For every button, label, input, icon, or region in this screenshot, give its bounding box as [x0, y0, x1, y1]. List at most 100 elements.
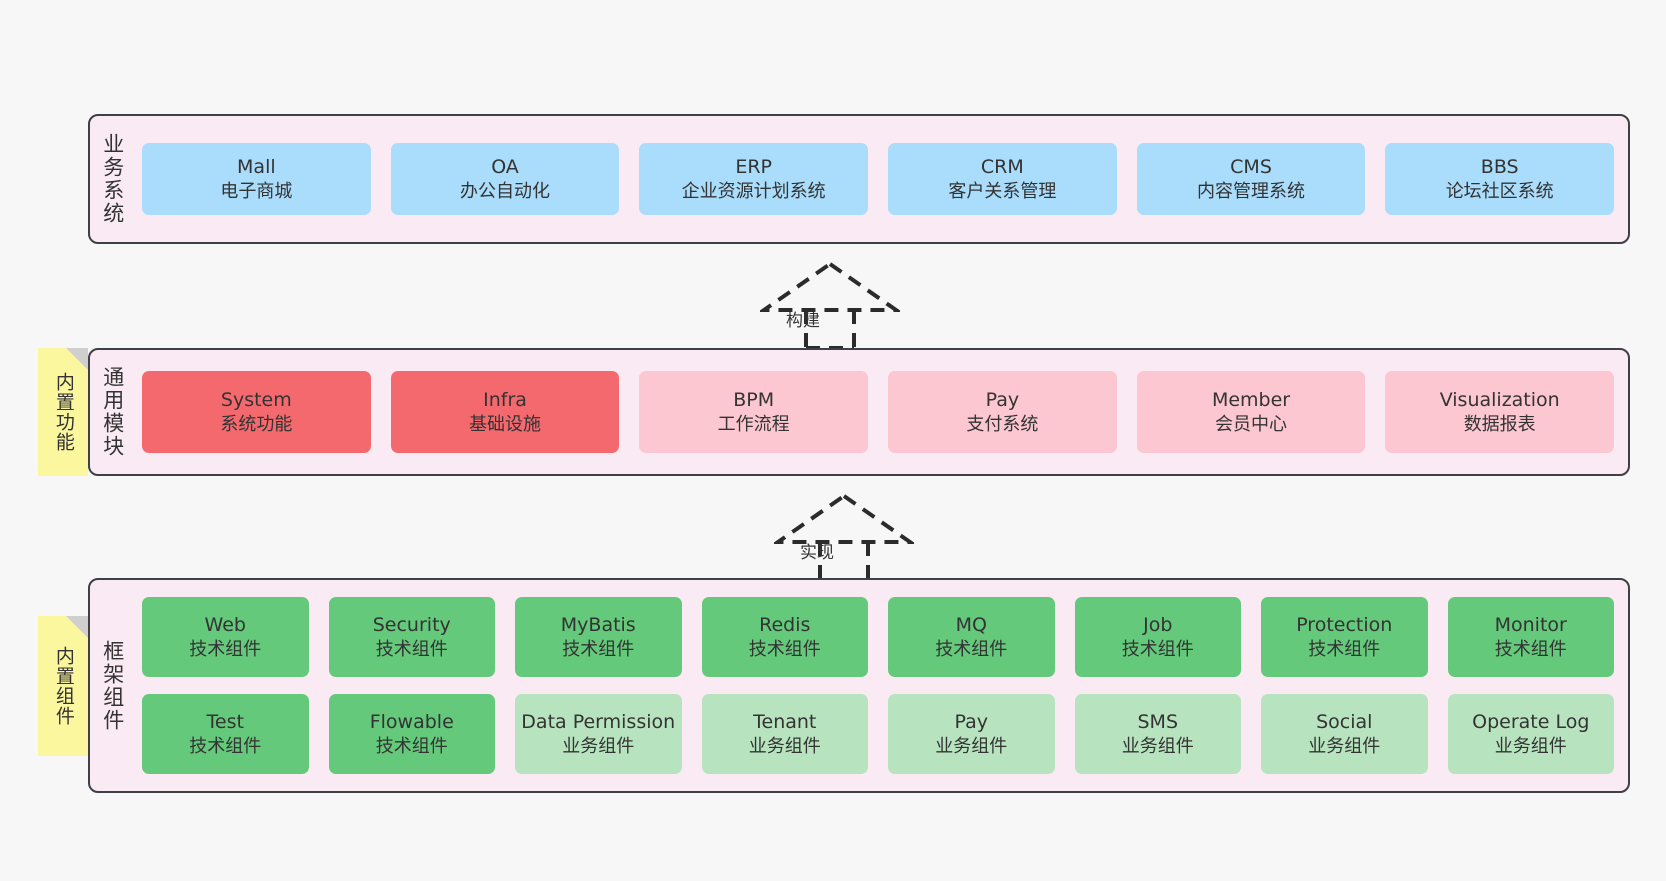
common-card-row: System 系统功能 Infra 基础设施 BPM 工作流程 Pay 支付系统…	[142, 371, 1615, 453]
implement-arrow-glyph	[771, 493, 917, 582]
framework-card-row-2: Test 技术组件 Flowable 技术组件 Data Permission …	[142, 694, 1614, 774]
card-title-cn: 技术组件	[1494, 638, 1567, 660]
card-title-en: Pay	[985, 389, 1020, 412]
sticky-note-builtin-functions: 内置功能	[38, 348, 88, 476]
card-title-en: ERP	[735, 156, 773, 179]
card-title-cn: 数据报表	[1463, 413, 1536, 435]
card-monitor[interactable]: Monitor 技术组件	[1447, 597, 1614, 677]
card-title-cn: 电子商城	[220, 180, 293, 202]
card-social[interactable]: Social 业务组件	[1261, 694, 1428, 774]
card-title-cn: 业务组件	[1494, 735, 1567, 757]
card-oa[interactable]: OA 办公自动化	[390, 143, 620, 215]
layer-framework-label: 框架组件	[100, 639, 125, 732]
business-card-row: Mall 电子商城 OA 办公自动化 ERP 企业资源计划系统 CRM 客户关系…	[142, 143, 1615, 215]
card-title-cn: 支付系统	[966, 413, 1039, 435]
card-bpm[interactable]: BPM 工作流程	[639, 371, 869, 453]
card-title-cn: 技术组件	[935, 638, 1008, 660]
card-title-cn: 论坛社区系统	[1445, 180, 1554, 202]
card-system[interactable]: System 系统功能	[142, 371, 371, 453]
card-title-en: Security	[372, 614, 451, 637]
note-label: 内置功能	[52, 372, 75, 452]
card-test[interactable]: Test 技术组件	[142, 694, 309, 774]
card-title-cn: 基础设施	[469, 413, 541, 435]
card-title-cn: 技术组件	[1308, 638, 1381, 660]
card-title-en: MQ	[955, 614, 987, 637]
card-title-cn: 技术组件	[189, 638, 262, 660]
card-title-en: Social	[1316, 711, 1373, 734]
card-mybatis[interactable]: MyBatis 技术组件	[515, 597, 682, 677]
card-title-en: CMS	[1230, 156, 1272, 179]
card-crm[interactable]: CRM 客户关系管理	[888, 143, 1117, 215]
card-tenant[interactable]: Tenant 业务组件	[701, 694, 868, 774]
card-title-en: Job	[1143, 614, 1173, 637]
card-mq[interactable]: MQ 技术组件	[888, 597, 1055, 677]
card-title-en: Operate Log	[1472, 711, 1590, 734]
arrow-label-implement: 实现	[800, 543, 834, 563]
layer-common-label: 通用模块	[100, 366, 125, 458]
card-title-cn: 技术组件	[189, 735, 262, 757]
framework-card-row-1: Web 技术组件 Security 技术组件 MyBatis 技术组件 Redi…	[142, 597, 1614, 677]
card-title-cn: 企业资源计划系统	[681, 180, 826, 202]
card-title-cn: 业务组件	[1308, 735, 1381, 757]
card-job[interactable]: Job 技术组件	[1074, 597, 1241, 677]
card-title-en: Monitor	[1494, 614, 1567, 637]
card-security[interactable]: Security 技术组件	[328, 597, 495, 677]
arrow-label-build: 构建	[786, 311, 820, 331]
card-title-cn: 技术组件	[375, 735, 448, 757]
note-fold-corner-icon	[66, 616, 88, 638]
card-title-en: OA	[491, 156, 519, 179]
build-arrow-glyph	[757, 261, 903, 350]
card-member[interactable]: Member 会员中心	[1136, 371, 1366, 453]
layer-business-label: 业务系统	[100, 133, 125, 225]
note-fold-corner-icon	[66, 348, 88, 370]
card-pay[interactable]: Pay 支付系统	[888, 371, 1117, 453]
card-title-en: Redis	[759, 614, 811, 637]
card-title-en: BPM	[733, 389, 775, 412]
card-title-en: System	[220, 389, 292, 412]
card-title-cn: 技术组件	[1121, 638, 1194, 660]
note-label: 内置组件	[52, 646, 75, 726]
layer-framework-components: 框架组件 Web 技术组件 Security 技术组件 MyBatis 技术组件…	[88, 578, 1630, 793]
card-pay-business[interactable]: Pay 业务组件	[888, 694, 1055, 774]
card-title-en: BBS	[1480, 156, 1519, 179]
card-title-cn: 业务组件	[748, 735, 821, 757]
card-title-en: Web	[204, 614, 246, 637]
card-title-cn: 客户关系管理	[948, 180, 1057, 202]
card-sms[interactable]: SMS 业务组件	[1074, 694, 1241, 774]
card-title-cn: 工作流程	[717, 413, 790, 435]
card-title-cn: 技术组件	[375, 638, 448, 660]
card-title-cn: 会员中心	[1215, 413, 1288, 435]
card-title-cn: 系统功能	[220, 413, 293, 435]
card-title-en: Flowable	[369, 711, 454, 734]
card-data-permission[interactable]: Data Permission 业务组件	[515, 694, 682, 774]
card-web[interactable]: Web 技术组件	[142, 597, 309, 677]
layer-business-body: Mall 电子商城 OA 办公自动化 ERP 企业资源计划系统 CRM 客户关系…	[134, 116, 1628, 242]
layer-common-modules: 通用模块 System 系统功能 Infra 基础设施 BPM 工作流程 Pay…	[88, 348, 1630, 476]
card-title-en: Test	[206, 711, 244, 734]
card-infra[interactable]: Infra 基础设施	[390, 371, 620, 453]
card-title-en: Visualization	[1439, 389, 1560, 412]
card-mall[interactable]: Mall 电子商城	[142, 143, 371, 215]
card-protection[interactable]: Protection 技术组件	[1261, 597, 1428, 677]
card-flowable[interactable]: Flowable 技术组件	[328, 694, 495, 774]
card-redis[interactable]: Redis 技术组件	[701, 597, 868, 677]
card-title-en: CRM	[980, 156, 1024, 179]
card-title-en: Member	[1211, 389, 1291, 412]
card-bbs[interactable]: BBS 论坛社区系统	[1385, 143, 1615, 215]
card-title-en: MyBatis	[560, 614, 636, 637]
card-title-en: Mall	[237, 156, 276, 179]
card-erp[interactable]: ERP 企业资源计划系统	[639, 143, 869, 215]
card-visualization[interactable]: Visualization 数据报表	[1385, 371, 1615, 453]
card-title-cn: 技术组件	[748, 638, 821, 660]
layer-framework-body: Web 技术组件 Security 技术组件 MyBatis 技术组件 Redi…	[134, 580, 1628, 791]
generalization-arrow-build: 构建	[757, 258, 903, 350]
card-title-en: Infra	[483, 389, 527, 412]
generalization-arrow-implement: 实现	[771, 490, 917, 582]
card-title-cn: 业务组件	[562, 735, 635, 757]
card-operate-log[interactable]: Operate Log 业务组件	[1447, 694, 1614, 774]
card-title-en: Data Permission	[521, 711, 676, 734]
sticky-note-builtin-components: 内置组件	[38, 616, 88, 756]
layer-business-systems: 业务系统 Mall 电子商城 OA 办公自动化 ERP 企业资源计划系统 CRM…	[88, 114, 1630, 244]
card-cms[interactable]: CMS 内容管理系统	[1136, 143, 1366, 215]
card-title-cn: 内容管理系统	[1197, 180, 1306, 202]
